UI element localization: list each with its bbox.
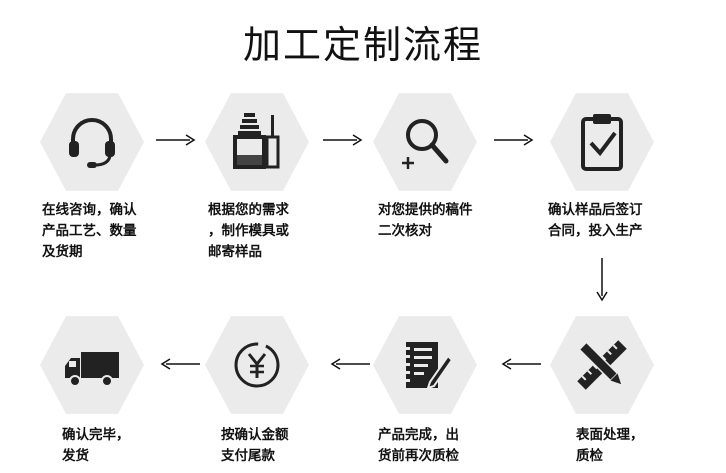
arrow-right-3 — [494, 134, 534, 146]
step-5-hexagon — [550, 316, 654, 414]
arrow-left-3 — [160, 358, 200, 370]
step-3-label: 对您提供的稿件 二次核对 — [378, 202, 473, 239]
step-1-label: 在线咨询，确认 产品工艺、数量 及货期 — [42, 202, 137, 260]
clipboard-check-icon — [581, 114, 623, 171]
nail-polish-icon — [233, 113, 280, 169]
document-pen-icon — [402, 342, 454, 390]
step-3-hexagon — [373, 93, 477, 191]
step-7-label: 按确认金额 支付尾款 — [221, 427, 289, 464]
arrow-right-2 — [323, 134, 363, 146]
step-1-hexagon — [40, 93, 144, 191]
step-6-hexagon — [373, 316, 477, 414]
arrow-left-1 — [501, 358, 541, 370]
arrow-left-2 — [330, 358, 370, 370]
step-7-hexagon — [205, 316, 309, 414]
headset-icon — [69, 118, 115, 168]
step-8-label: 确认完毕， 发货 — [62, 427, 130, 464]
magnifier-icon — [402, 119, 449, 169]
truck-icon — [65, 352, 119, 387]
page-title: 加工定制流程 — [242, 23, 483, 67]
arrow-right-1 — [156, 134, 196, 146]
yuan-coin-icon — [234, 342, 280, 388]
step-2-label: 根据您的需求 ，制作模具或 邮寄样品 — [208, 202, 289, 260]
step-4-hexagon — [550, 93, 654, 191]
step-5-label: 表面处理， 质检 — [576, 427, 644, 464]
step-6-label: 产品完成，出 货前再次质检 — [378, 427, 459, 464]
step-4-label: 确认样品后签订 合同，投入生产 — [548, 202, 643, 239]
arrow-down — [596, 258, 608, 302]
step-8-hexagon — [40, 316, 144, 414]
pencil-ruler-icon — [577, 340, 627, 390]
step-2-hexagon — [205, 93, 309, 191]
